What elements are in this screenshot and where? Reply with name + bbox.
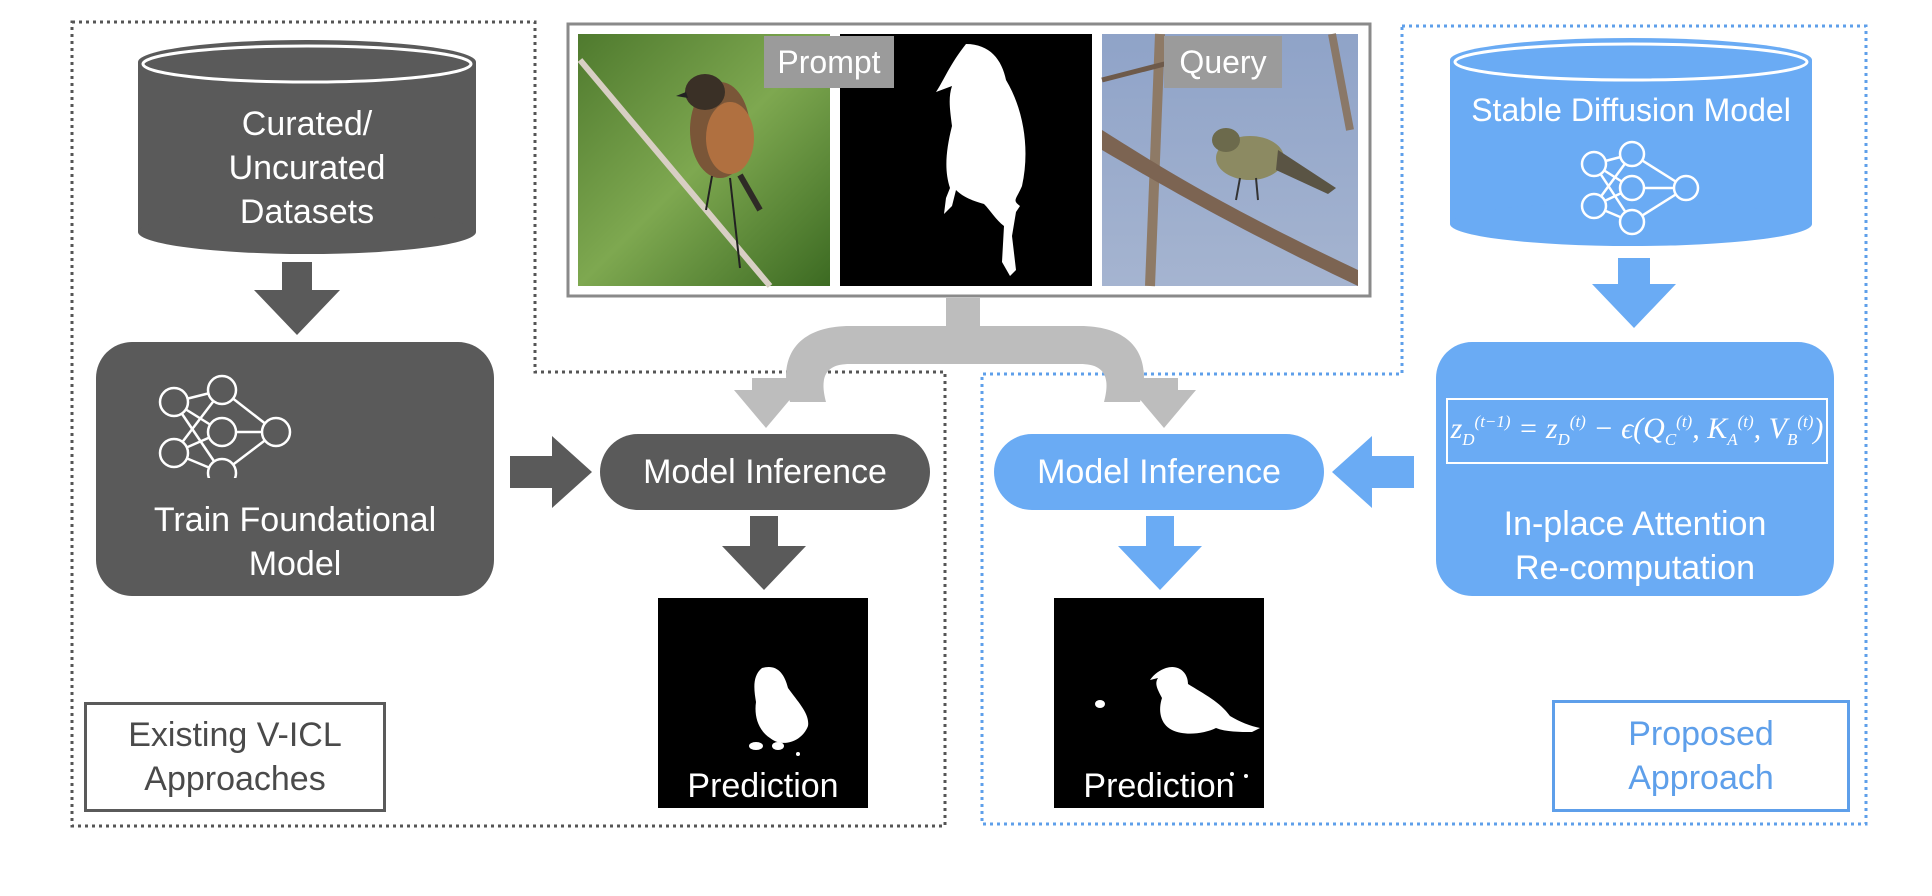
recompute-label: In-place Attention Re-computation [1503, 505, 1767, 587]
dataset-to-train-arrow [254, 262, 340, 335]
neural-network-icon-right [1580, 140, 1700, 236]
model-to-recompute-arrow [1592, 258, 1676, 328]
left-inference-to-prediction-arrow [722, 516, 806, 590]
existing-approach-border [70, 20, 947, 828]
left-prediction-label: Prediction [687, 767, 839, 805]
image-to-inference-connector [734, 298, 1196, 428]
prompt-tag: Prompt [764, 36, 894, 88]
left-prediction-image: Prediction [658, 598, 868, 808]
train-foundational-model-box [96, 342, 494, 596]
right-prediction-label: Prediction [1083, 767, 1235, 805]
neural-network-icon [158, 374, 292, 478]
query-tag: Query [1164, 36, 1282, 88]
stable-diffusion-label: Stable Diffusion Model [1471, 92, 1791, 128]
attention-recomputation-box [1436, 342, 1834, 596]
train-to-inference-arrow [510, 436, 592, 508]
existing-approaches-label: Existing V-ICL Approaches [84, 702, 386, 812]
prompt-mask-image [840, 34, 1092, 286]
right-model-inference: Model Inference [994, 434, 1324, 510]
right-inference-to-prediction-arrow [1118, 516, 1202, 590]
right-prediction-mask [1095, 666, 1260, 778]
proposed-approach-border [980, 24, 1868, 826]
dataset-cylinder [138, 40, 476, 254]
proposed-approach-label: Proposed Approach [1552, 700, 1850, 812]
attention-formula: zD(t−1) = zD(t) − ϵ(QC(t), KA(t), VB(t)) [1446, 398, 1828, 464]
left-model-inference: Model Inference [600, 434, 930, 510]
left-prediction-mask [749, 666, 809, 756]
train-model-label: Train Foundational Model [153, 501, 437, 583]
right-prediction-image: Prediction [1054, 598, 1264, 808]
dataset-label: Curated/ Uncurated Datasets [228, 105, 386, 231]
recompute-to-inference-arrow [1332, 436, 1414, 508]
